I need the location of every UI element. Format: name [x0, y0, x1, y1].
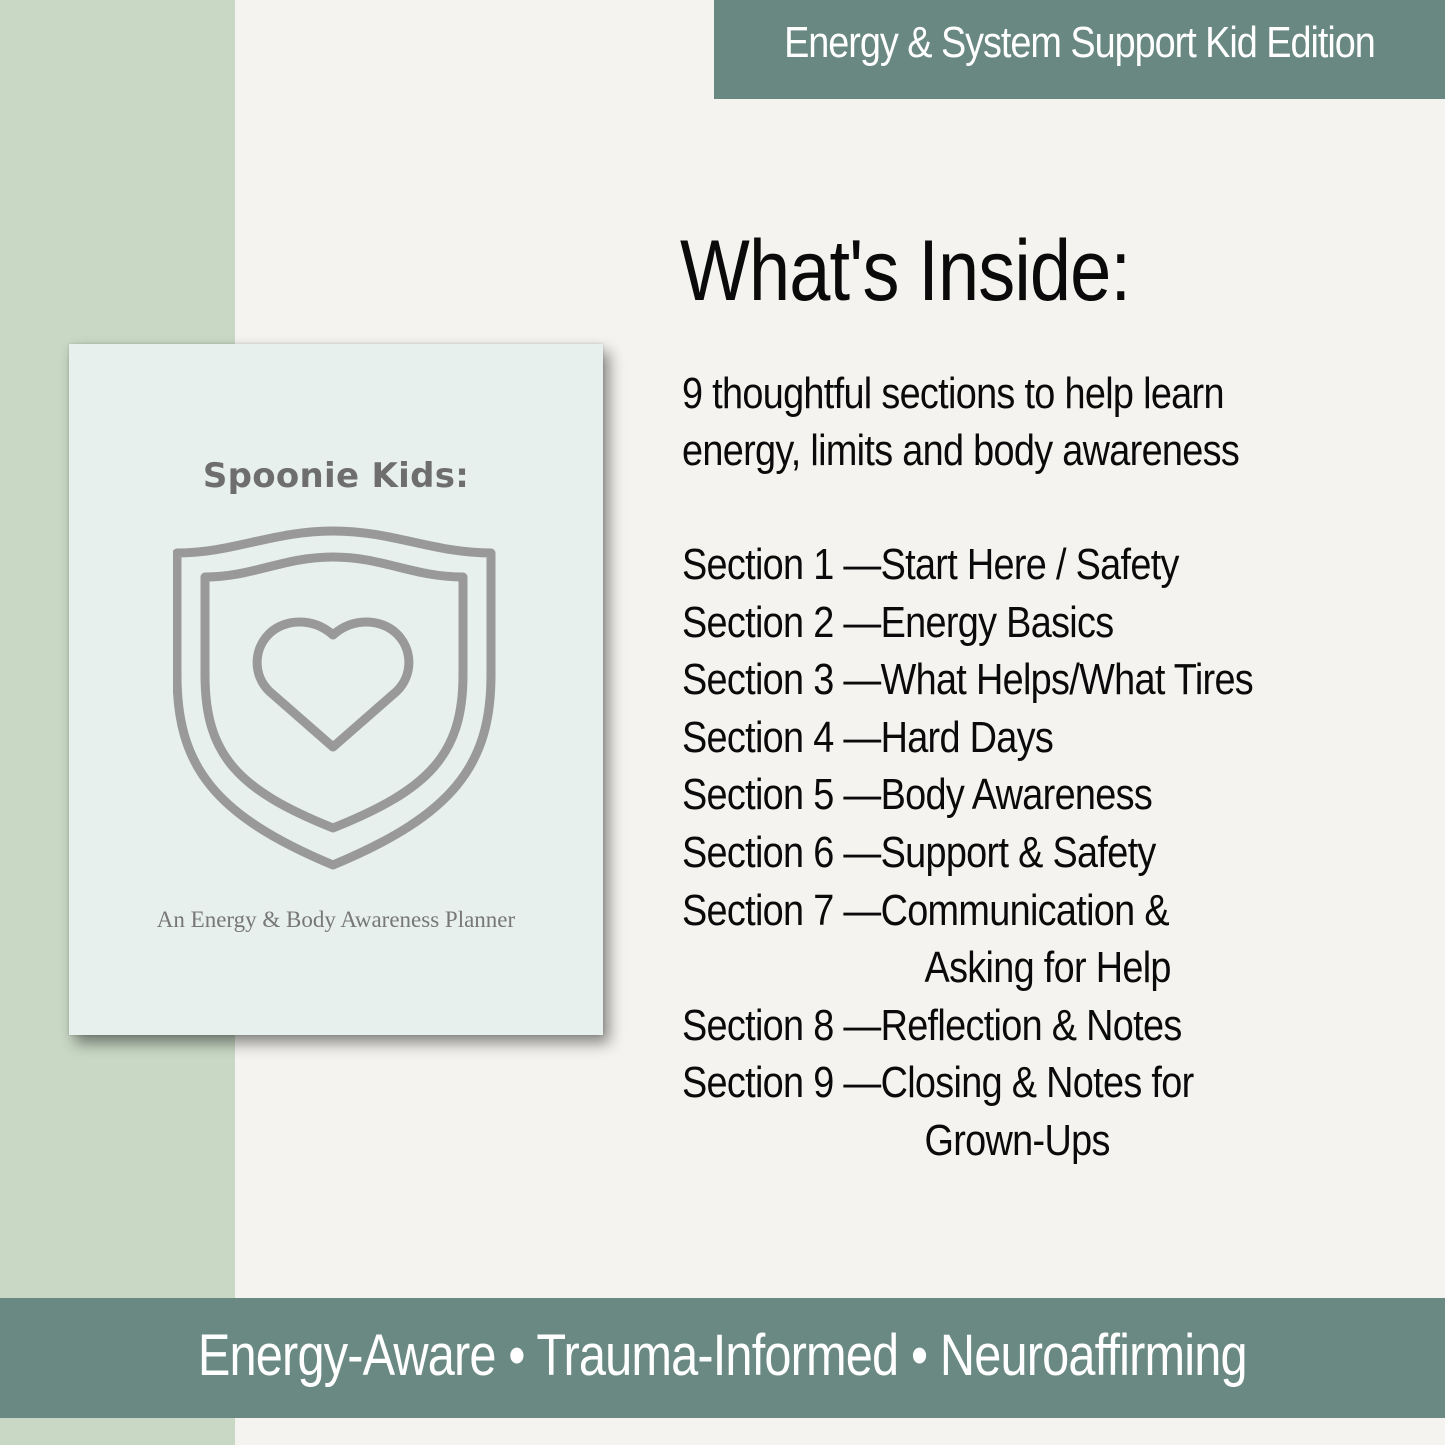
intro-line-1: 9 thoughtful sections to help learn [682, 369, 1225, 418]
section-title-continued: Asking for Help [924, 943, 1172, 993]
section-label: Section 9 — [682, 1058, 881, 1108]
section-item: Section 5 — Body Awareness [682, 766, 1445, 824]
section-title-continued: Grown-Ups [924, 1115, 1111, 1165]
section-label: Section 3 — [682, 655, 881, 705]
section-title: Energy Basics [880, 597, 1115, 647]
book-title: Spoonie Kids: [202, 456, 470, 496]
section-item-continuation: Asking for Help [682, 939, 1445, 997]
section-title: Start Here / Safety [880, 540, 1180, 589]
section-item: Section 2 — Energy Basics [682, 594, 1445, 652]
intro-text: 9 thoughtful sections to help learn ener… [682, 365, 1336, 479]
section-item: Section 9 — Closing & Notes for [682, 1054, 1445, 1112]
section-item: Section 6 — Support & Safety [682, 824, 1445, 882]
bottom-banner: Energy-Aware • Trauma-Informed • Neuroaf… [0, 1298, 1445, 1418]
bottom-banner-label: Energy-Aware • Trauma-Informed • Neuroaf… [198, 1322, 1248, 1388]
section-label: Section 2 — [682, 597, 881, 647]
top-banner-label: Energy & System Support Kid Edition [784, 17, 1376, 67]
section-label: Section 5 — [682, 770, 881, 820]
section-label: Section 7 — [682, 885, 881, 935]
section-item: Section 1 — Start Here / Safety [682, 536, 1445, 594]
section-title: Body Awareness [880, 770, 1153, 820]
intro-line-2: energy, limits and body awareness [682, 426, 1240, 475]
top-banner: Energy & System Support Kid Edition [714, 0, 1445, 99]
section-item: Section 4 — Hard Days [682, 709, 1445, 767]
section-label: Section 4 — [682, 712, 881, 762]
shield-heart-icon [173, 526, 496, 870]
section-label: Section 1 — [682, 540, 881, 589]
section-item: Section 3 — What Helps/What Tires [682, 651, 1445, 709]
section-item: Section 7 — Communication & [682, 882, 1445, 940]
book-subtitle: An Energy & Body Awareness Planner [156, 907, 516, 932]
page-title: What's Inside: [680, 223, 1131, 319]
section-title: Closing & Notes for [880, 1058, 1195, 1108]
section-item-continuation: Grown-Ups [682, 1112, 1445, 1170]
section-title: Hard Days [880, 712, 1054, 762]
book-cover: Spoonie Kids: An Energy & Body Awareness… [69, 344, 603, 1035]
section-title: Support & Safety [880, 827, 1157, 877]
section-item: Section 8 — Reflection & Notes [682, 997, 1445, 1055]
section-list: Section 1 — Start Here / Safety Section … [682, 536, 1445, 1170]
section-label: Section 6 — [682, 827, 881, 877]
section-title: What Helps/What Tires [880, 655, 1254, 705]
section-title: Communication & [880, 885, 1170, 935]
section-title: Reflection & Notes [880, 1000, 1183, 1050]
section-label: Section 8 — [682, 1000, 881, 1050]
